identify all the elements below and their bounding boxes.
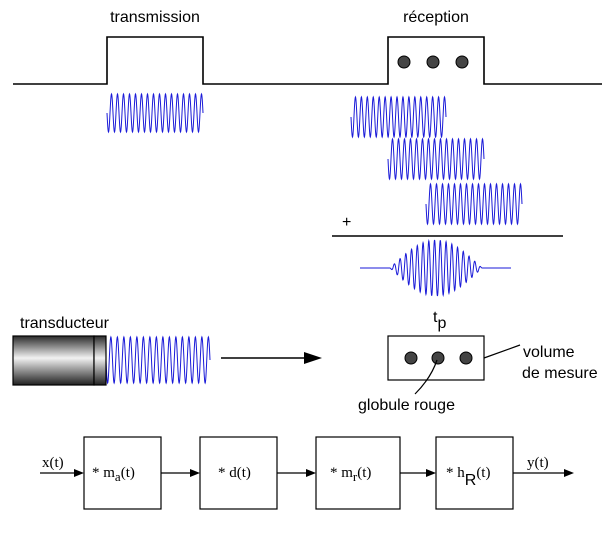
transducer-face bbox=[93, 335, 107, 386]
reception-label: réception bbox=[403, 9, 469, 26]
arrowhead-2 bbox=[306, 469, 316, 477]
echo-burst-2 bbox=[387, 137, 485, 181]
block-mr-label: * mr(t) bbox=[330, 465, 371, 484]
particle-1 bbox=[397, 55, 411, 69]
block-ma bbox=[83, 436, 162, 510]
particle-3 bbox=[455, 55, 469, 69]
volume-pointer bbox=[483, 344, 521, 359]
echo-burst-3 bbox=[425, 182, 523, 226]
transducer-label: transducteur bbox=[20, 315, 110, 332]
volume-particle-2 bbox=[431, 351, 445, 365]
summed-burst bbox=[389, 238, 483, 298]
volume-label-line2: de mesure bbox=[522, 365, 598, 382]
processing-chain: x(t) * ma(t) * d(t) * mr(t) * hR(t) y(t) bbox=[40, 436, 574, 510]
gate-signal-line bbox=[13, 36, 602, 85]
block-ma-label: * ma(t) bbox=[92, 465, 135, 484]
volume-particle-3 bbox=[459, 351, 473, 365]
input-arrowhead bbox=[74, 469, 84, 477]
echo-burst-1 bbox=[350, 95, 447, 139]
blood-cell-label: globule rouge bbox=[358, 397, 455, 414]
arrowhead-1 bbox=[190, 469, 200, 477]
emitted-burst bbox=[105, 335, 211, 385]
transducer bbox=[12, 335, 107, 386]
block-hr-label: * hR(t) bbox=[446, 465, 490, 489]
tp-label: tp bbox=[433, 309, 446, 332]
particle-2 bbox=[426, 55, 440, 69]
output-label: y(t) bbox=[527, 455, 549, 471]
reception-particles bbox=[397, 55, 469, 69]
block-hr bbox=[435, 436, 514, 510]
propagation-arrowhead bbox=[304, 352, 322, 364]
volume-particle-1 bbox=[404, 351, 418, 365]
waveforms bbox=[105, 92, 523, 385]
sum-symbol: + bbox=[342, 214, 351, 231]
arrowhead-3 bbox=[426, 469, 436, 477]
input-label: x(t) bbox=[42, 455, 64, 471]
transmission-label: transmission bbox=[110, 9, 200, 26]
volume-label-line1: volume bbox=[523, 344, 575, 361]
block-mr bbox=[315, 436, 401, 510]
output-arrowhead bbox=[564, 469, 574, 477]
block-d-label: * d(t) bbox=[218, 465, 251, 481]
blood-cell-pointer bbox=[414, 359, 438, 395]
transmit-burst bbox=[106, 92, 204, 134]
volume-particles bbox=[404, 351, 473, 365]
transducer-body bbox=[12, 335, 95, 386]
